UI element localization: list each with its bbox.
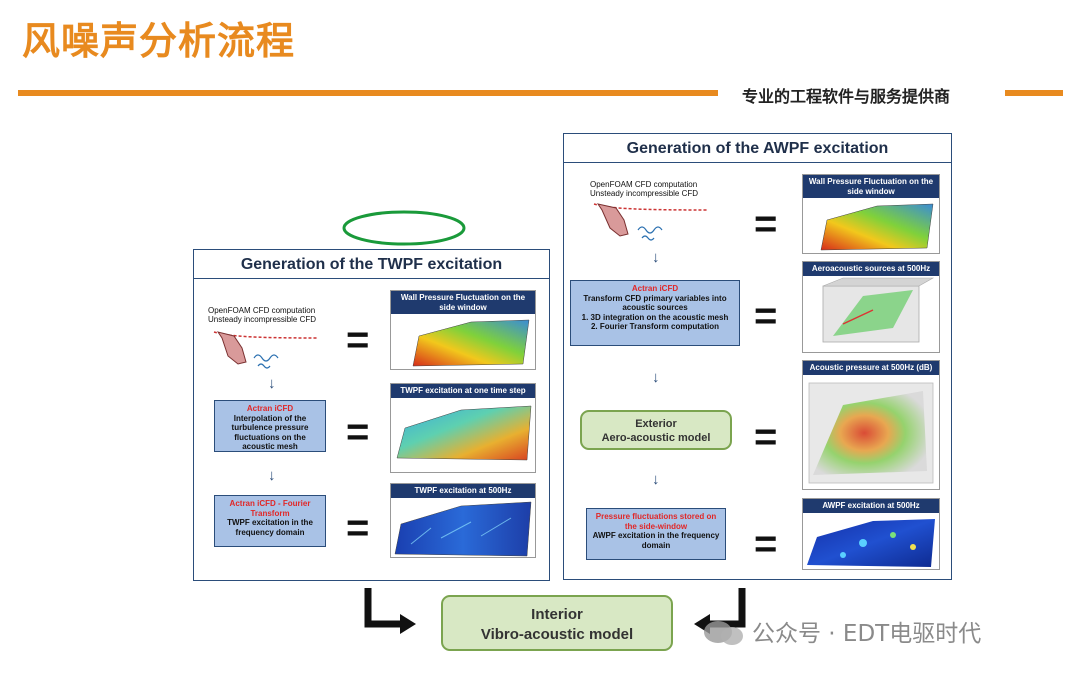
highlight-ellipse xyxy=(342,210,466,246)
twpf-card1-label: Wall Pressure Fluctuation on the side wi… xyxy=(391,291,535,315)
twpf-card2-image xyxy=(396,405,532,460)
awpf-card4-image xyxy=(807,518,935,567)
awpf-arrow-1: ↓ xyxy=(652,249,660,266)
awpf-card4-label: AWPF excitation at 500Hz xyxy=(803,499,939,513)
twpf-cfd-line2: Unsteady incompressible CFD xyxy=(208,315,317,325)
twpf-card3-label: TWPF excitation at 500Hz xyxy=(391,484,535,498)
twpf-step1-text: Interpolation of the turbulence pressure… xyxy=(231,413,309,452)
slide-title: 风噪声分析流程 xyxy=(22,19,296,63)
awpf-card-acoustic-pressure: Acoustic pressure at 500Hz (dB) xyxy=(802,360,940,490)
twpf-arrow-1: ↓ xyxy=(268,375,276,392)
awpf-cfd-line2: Unsteady incompressible CFD xyxy=(590,189,699,199)
title-rule-right xyxy=(1005,90,1063,96)
awpf-panel-title: Generation of the AWPF excitation xyxy=(564,134,951,163)
awpf-card3-label: Acoustic pressure at 500Hz (dB) xyxy=(803,361,939,375)
twpf-equals-1: = xyxy=(346,318,370,362)
awpf-cfd-sketch-icon xyxy=(593,203,709,241)
twpf-card3-image xyxy=(394,501,532,556)
watermark-text: 公众号 · EDT电驱时代 xyxy=(752,621,982,647)
awpf-step3-text: AWPF excitation in the frequency domain xyxy=(592,531,720,550)
interior-line1: Interior xyxy=(531,606,583,623)
twpf-equals-2: = xyxy=(346,410,370,454)
awpf-equals-3: = xyxy=(754,415,778,459)
awpf-step1-text: Transform CFD primary variables into aco… xyxy=(583,293,727,313)
twpf-panel-title: Generation of the TWPF excitation xyxy=(194,250,549,279)
awpf-equals-2: = xyxy=(754,294,778,338)
twpf-cfd-text: OpenFOAM CFD computation Unsteady incomp… xyxy=(208,306,348,324)
interior-line2: Vibro-acoustic model xyxy=(480,625,634,643)
awpf-card1-image xyxy=(820,203,934,251)
twpf-card-500hz: TWPF excitation at 500Hz xyxy=(390,483,536,558)
awpf-card1-label: Wall Pressure Fluctuation on the side wi… xyxy=(803,175,939,199)
awpf-equals-4: = xyxy=(754,522,778,566)
awpf-card3-image xyxy=(808,382,934,483)
awpf-cfd-line1: OpenFOAM CFD computation xyxy=(590,180,698,189)
twpf-step2-text: TWPF excitation in the frequency domain xyxy=(227,518,313,537)
awpf-card-aeroacoustic-sources: Aeroacoustic sources at 500Hz xyxy=(802,261,940,353)
twpf-panel: Generation of the TWPF excitation OpenFO… xyxy=(193,249,550,581)
awpf-arrow-3: ↓ xyxy=(652,471,660,488)
awpf-cfd-text: OpenFOAM CFD computation Unsteady incomp… xyxy=(590,180,740,198)
awpf-step3-box: Pressure fluctuations stored on the side… xyxy=(586,508,726,560)
awpf-step1-item1: 1. 3D integration on the acoustic mesh xyxy=(581,312,729,322)
twpf-card-wall-pressure: Wall Pressure Fluctuation on the side wi… xyxy=(390,290,536,370)
twpf-card1-image xyxy=(412,319,530,367)
twpf-arrow-2: ↓ xyxy=(268,467,276,484)
twpf-cfd-sketch-icon xyxy=(213,331,319,369)
twpf-card2-label: TWPF excitation at one time step xyxy=(391,384,535,398)
awpf-step3-red: Pressure fluctuations stored on the side… xyxy=(595,512,717,531)
awpf-exterior-line1: Exterior xyxy=(635,418,677,430)
awpf-equals-1: = xyxy=(754,202,778,246)
awpf-card-500hz: AWPF excitation at 500Hz xyxy=(802,498,940,570)
twpf-step2-red: Actran iCFD - Fourier Transform xyxy=(229,499,311,518)
left-connector-arrow xyxy=(364,588,416,634)
awpf-exterior-line2: Aero-acoustic model xyxy=(601,432,711,445)
twpf-step1-box: Actran iCFD Interpolation of the turbule… xyxy=(214,400,326,452)
twpf-equals-3: = xyxy=(346,506,370,550)
interior-model-box: Interior Vibro-acoustic model xyxy=(441,595,673,651)
awpf-step1-box: Actran iCFD Transform CFD primary variab… xyxy=(570,280,740,346)
twpf-card-time-step: TWPF excitation at one time step xyxy=(390,383,536,473)
twpf-cfd-line1: OpenFOAM CFD computation xyxy=(208,306,316,315)
twpf-step2-box: Actran iCFD - Fourier Transform TWPF exc… xyxy=(214,495,326,547)
awpf-exterior-model-box: Exterior Aero-acoustic model xyxy=(580,410,732,450)
awpf-card-wall-pressure: Wall Pressure Fluctuation on the side wi… xyxy=(802,174,940,254)
title-rule-left xyxy=(18,90,718,96)
awpf-arrow-2: ↓ xyxy=(652,369,660,386)
awpf-card2-label: Aeroacoustic sources at 500Hz xyxy=(803,262,939,276)
twpf-step1-red: Actran iCFD xyxy=(246,404,294,413)
awpf-step1-red: Actran iCFD xyxy=(631,284,679,293)
awpf-card2-image xyxy=(822,277,935,342)
awpf-step1-item2: 2. Fourier Transform computation xyxy=(590,322,719,332)
awpf-panel: Generation of the AWPF excitation OpenFO… xyxy=(563,133,952,580)
tagline: 专业的工程软件与服务提供商 xyxy=(742,87,951,106)
wechat-icon xyxy=(704,621,743,645)
